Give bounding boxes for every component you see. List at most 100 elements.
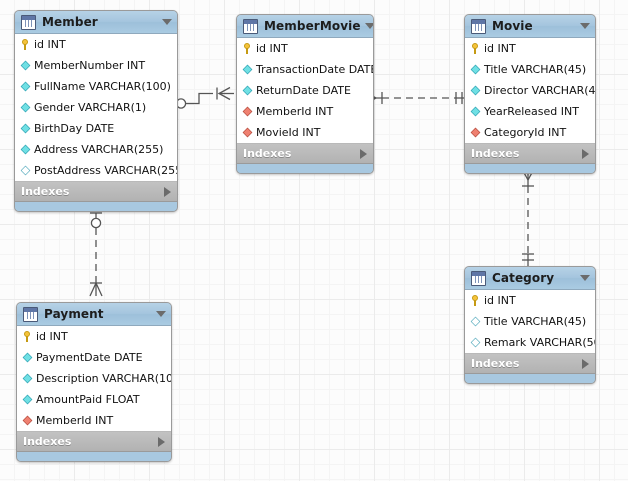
table-title: Movie xyxy=(492,19,533,33)
expand-right-icon[interactable] xyxy=(164,186,171,197)
indexes-label: Indexes xyxy=(471,356,520,370)
expand-right-icon[interactable] xyxy=(158,436,165,447)
column-notnull-icon xyxy=(242,85,253,96)
indexes-label: Indexes xyxy=(243,146,292,160)
column-row[interactable]: BirthDay DATE xyxy=(15,118,177,139)
column-row[interactable]: id INT xyxy=(465,38,595,59)
indexes-section-member[interactable]: Indexes xyxy=(15,182,177,202)
column-label: BirthDay DATE xyxy=(34,122,115,135)
column-row[interactable]: id INT xyxy=(465,290,595,311)
indexes-section-membermovie[interactable]: Indexes xyxy=(237,144,373,164)
table-title: MemberMovie xyxy=(264,19,361,33)
table-member[interactable]: Member id INT MemberNumber INT FullName … xyxy=(14,10,178,212)
indexes-section-payment[interactable]: Indexes xyxy=(17,432,171,452)
table-membermovie[interactable]: MemberMovie id INT TransactionDate DATE … xyxy=(236,14,374,174)
column-row[interactable]: Title VARCHAR(45) xyxy=(465,59,595,80)
column-label: MovieId INT xyxy=(256,126,321,139)
column-row[interactable]: id INT xyxy=(17,326,171,347)
column-label: id INT xyxy=(484,42,516,55)
column-label: TransactionDate DATE xyxy=(256,63,374,76)
column-foreignkey-icon xyxy=(242,106,253,117)
table-footer xyxy=(15,202,177,211)
column-label: Description VARCHAR(100) xyxy=(36,372,172,385)
table-footer xyxy=(237,164,373,173)
primary-key-icon xyxy=(470,294,481,307)
chevron-down-icon[interactable] xyxy=(364,23,373,29)
table-icon xyxy=(471,270,486,286)
chevron-down-icon[interactable] xyxy=(580,23,590,29)
column-notnull-icon xyxy=(20,81,31,92)
indexes-section-movie[interactable]: Indexes xyxy=(465,144,595,164)
table-title: Payment xyxy=(44,307,104,321)
table-header-category[interactable]: Category xyxy=(465,267,595,290)
column-row[interactable]: Description VARCHAR(100) xyxy=(17,368,171,389)
table-movie[interactable]: Movie id INT Title VARCHAR(45) Director … xyxy=(464,14,596,174)
column-label: Address VARCHAR(255) xyxy=(34,143,164,156)
column-row[interactable]: MemberId INT xyxy=(17,410,171,431)
column-notnull-icon xyxy=(20,102,31,113)
expand-right-icon[interactable] xyxy=(582,148,589,159)
column-row[interactable]: Title VARCHAR(45) xyxy=(465,311,595,332)
primary-key-icon xyxy=(22,330,33,343)
column-row[interactable]: YearReleased INT xyxy=(465,101,595,122)
column-foreignkey-icon xyxy=(22,415,33,426)
column-label: PaymentDate DATE xyxy=(36,351,143,364)
column-row[interactable]: PaymentDate DATE xyxy=(17,347,171,368)
indexes-label: Indexes xyxy=(23,434,72,448)
indexes-label: Indexes xyxy=(21,184,70,198)
column-row[interactable]: Address VARCHAR(255) xyxy=(15,139,177,160)
column-notnull-icon xyxy=(20,60,31,71)
column-list-category: id INT Title VARCHAR(45) Remark VARCHAR(… xyxy=(465,290,595,354)
column-row[interactable]: Gender VARCHAR(1) xyxy=(15,97,177,118)
column-list-movie: id INT Title VARCHAR(45) Director VARCHA… xyxy=(465,38,595,144)
column-row[interactable]: id INT xyxy=(237,38,373,59)
column-row[interactable]: FullName VARCHAR(100) xyxy=(15,76,177,97)
column-row[interactable]: Director VARCHAR(45) xyxy=(465,80,595,101)
chevron-down-icon[interactable] xyxy=(162,19,172,25)
column-label: Title VARCHAR(45) xyxy=(484,315,587,328)
column-foreignkey-icon xyxy=(242,127,253,138)
table-header-payment[interactable]: Payment xyxy=(17,303,171,326)
primary-key-icon xyxy=(20,38,31,51)
column-notnull-icon xyxy=(22,352,33,363)
column-notnull-icon xyxy=(470,106,481,117)
primary-key-icon xyxy=(242,42,253,55)
table-icon xyxy=(471,18,486,34)
table-category[interactable]: Category id INT Title VARCHAR(45) Remark… xyxy=(464,266,596,384)
column-row[interactable]: CategoryId INT xyxy=(465,122,595,143)
column-row[interactable]: Remark VARCHAR(500) xyxy=(465,332,595,353)
table-header-movie[interactable]: Movie xyxy=(465,15,595,38)
column-label: MemberId INT xyxy=(36,414,114,427)
chevron-down-icon[interactable] xyxy=(580,275,590,281)
expand-right-icon[interactable] xyxy=(582,358,589,369)
indexes-label: Indexes xyxy=(471,146,520,160)
column-row[interactable]: MovieId INT xyxy=(237,122,373,143)
column-row[interactable]: id INT xyxy=(15,34,177,55)
relationship-movie-category[interactable] xyxy=(516,168,540,272)
table-header-membermovie[interactable]: MemberMovie xyxy=(237,15,373,38)
column-nullable-icon xyxy=(20,165,31,176)
column-row[interactable]: ReturnDate DATE xyxy=(237,80,373,101)
column-label: YearReleased INT xyxy=(484,105,579,118)
column-row[interactable]: PostAddress VARCHAR(255) xyxy=(15,160,177,181)
column-foreignkey-icon xyxy=(470,127,481,138)
table-payment[interactable]: Payment id INT PaymentDate DATE Descript… xyxy=(16,302,172,462)
indexes-section-category[interactable]: Indexes xyxy=(465,354,595,374)
column-row[interactable]: MemberId INT xyxy=(237,101,373,122)
column-label: PostAddress VARCHAR(255) xyxy=(34,164,178,177)
table-header-member[interactable]: Member xyxy=(15,11,177,34)
table-footer xyxy=(465,374,595,383)
column-label: Remark VARCHAR(500) xyxy=(484,336,595,349)
expand-right-icon[interactable] xyxy=(360,148,367,159)
table-footer xyxy=(465,164,595,173)
column-row[interactable]: AmountPaid FLOAT xyxy=(17,389,171,410)
column-row[interactable]: TransactionDate DATE xyxy=(237,59,373,80)
column-label: MemberId INT xyxy=(256,105,334,118)
chevron-down-icon[interactable] xyxy=(156,311,166,317)
relationship-membermovie-movie[interactable] xyxy=(364,86,474,110)
relationship-member-payment[interactable] xyxy=(84,210,108,306)
table-icon xyxy=(243,18,258,34)
column-row[interactable]: MemberNumber INT xyxy=(15,55,177,76)
column-notnull-icon xyxy=(22,394,33,405)
